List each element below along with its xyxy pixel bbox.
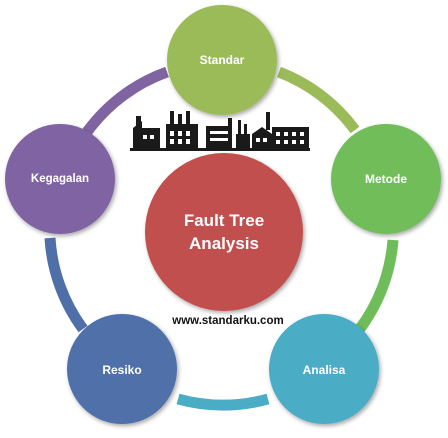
connector-analisa-resiko — [176, 393, 270, 411]
node-standar: Standar — [167, 5, 277, 115]
node-metode-circle — [331, 124, 441, 234]
node-kegagalan: Kegagalan — [5, 124, 115, 234]
connector-standar-metode — [276, 66, 360, 134]
node-analisa: Analisa — [269, 314, 379, 424]
node-standar-label: Standar — [200, 53, 245, 67]
node-analisa-label: Analisa — [303, 363, 346, 377]
connector-metode-analisa — [354, 239, 399, 334]
node-kegagalan-label: Kegagalan — [31, 173, 89, 185]
node-analisa-circle — [269, 314, 379, 424]
node-resiko-circle — [67, 314, 177, 424]
node-standar-circle — [167, 5, 277, 115]
node-kegagalan-circle — [5, 124, 115, 234]
center-title-line1: Fault Tree — [184, 211, 264, 230]
center-node-fault-tree-analysis: Fault Tree Analysis — [145, 153, 303, 311]
connector-kegagalan-standar — [82, 66, 169, 136]
node-resiko: Resiko — [67, 314, 177, 424]
center-title-line2: Analysis — [189, 234, 259, 253]
factory-skyline-icon — [130, 111, 310, 151]
node-metode-label: Metode — [365, 172, 407, 186]
center-circle — [145, 153, 303, 311]
website-label: www.standarku.com — [171, 315, 283, 327]
connector-ring — [44, 66, 399, 411]
node-metode: Metode — [331, 124, 441, 234]
connector-resiko-kegagalan — [44, 237, 88, 333]
node-resiko-label: Resiko — [102, 363, 141, 377]
